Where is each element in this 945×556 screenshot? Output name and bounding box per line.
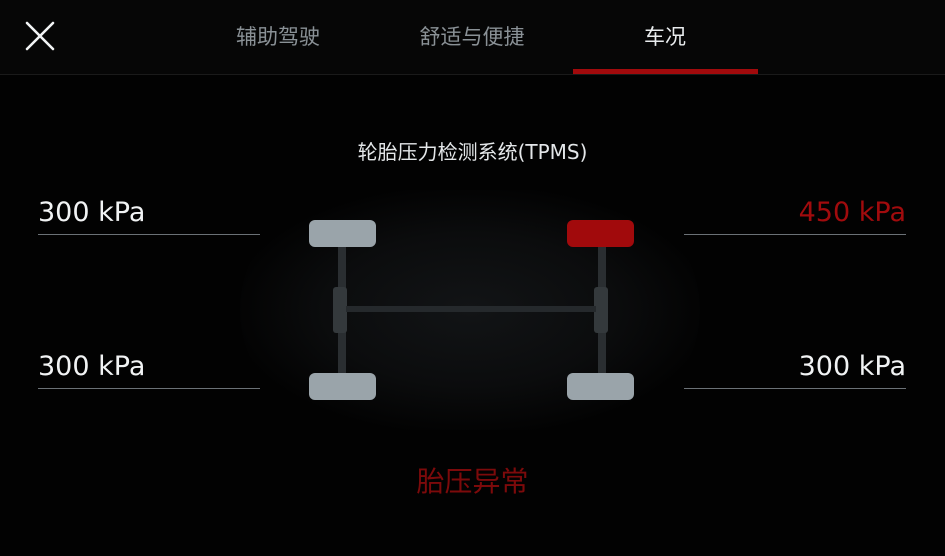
active-tab-indicator [573,69,758,74]
pressure-rear-left: 300 kPa [38,350,260,389]
pressure-front-right: 450 kPa [684,196,906,235]
close-button[interactable] [22,18,58,54]
tab-comfort-convenience[interactable]: 舒适与便捷 [419,25,525,49]
close-icon [25,21,55,51]
pressure-rear-left-value: 300 kPa [38,351,146,382]
tire-pressure-warning: 胎压异常 [416,465,529,498]
left-differential [333,287,347,333]
tire-front-right [567,220,634,247]
pressure-rear-right: 300 kPa [684,350,906,389]
pressure-front-right-value: 450 kPa [798,197,906,228]
pressure-front-left-value: 300 kPa [38,197,146,228]
tpms-title: 轮胎压力检测系统(TPMS) [357,140,588,164]
tab-driver-assist[interactable]: 辅助驾驶 [236,25,320,49]
tire-front-left [309,220,376,247]
right-differential [594,287,608,333]
top-bar: 辅助驾驶 舒适与便捷 车况 [0,0,945,75]
tab-vehicle-status[interactable]: 车况 [644,25,686,49]
pressure-rear-right-value: 300 kPa [798,351,906,382]
pressure-front-left: 300 kPa [38,196,260,235]
tire-rear-right [567,373,634,400]
tire-rear-left [309,373,376,400]
drive-shaft [346,306,596,312]
